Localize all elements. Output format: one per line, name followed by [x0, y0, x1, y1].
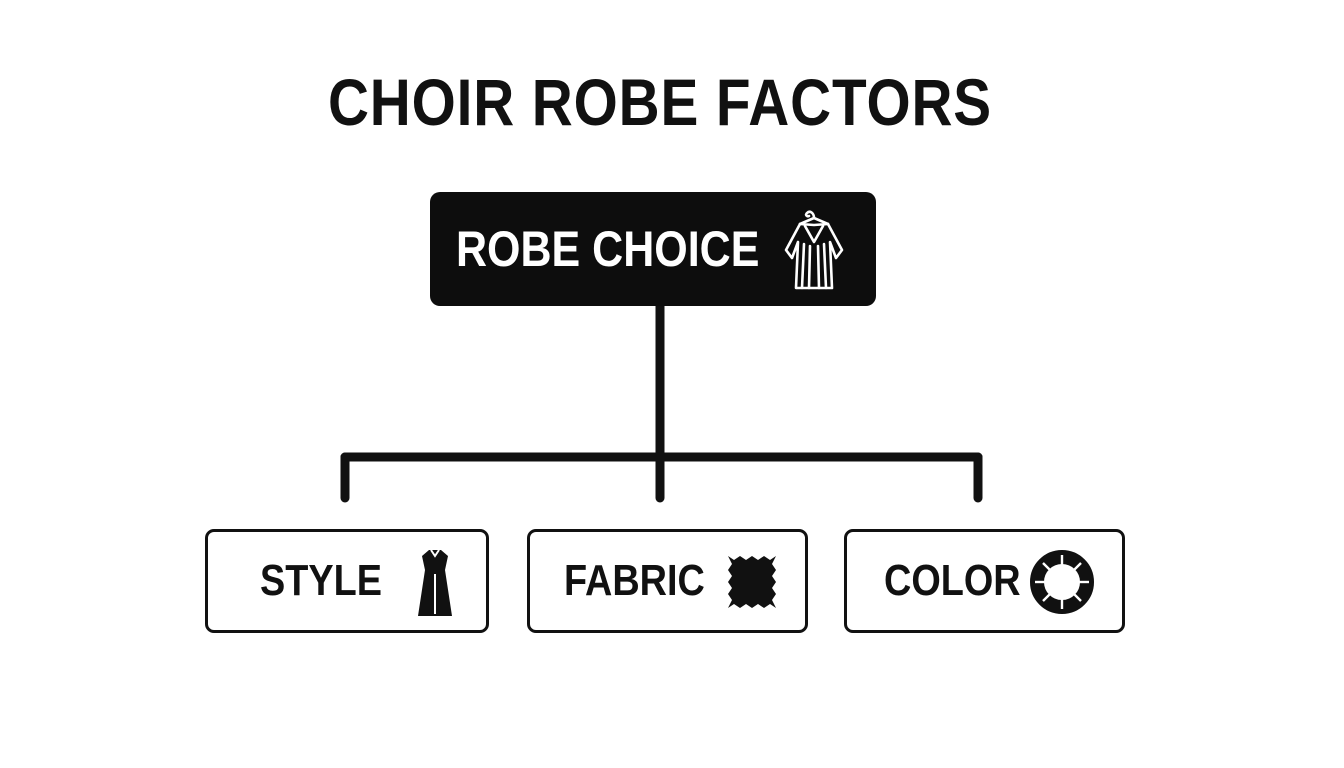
- robe-on-hanger-icon: [784, 210, 844, 290]
- child-node-color: COLOR: [844, 529, 1125, 633]
- root-node-robe-choice: ROBE CHOICE: [430, 192, 876, 306]
- child-node-fabric: FABRIC: [527, 529, 808, 633]
- dress-icon: [418, 549, 452, 616]
- color-wheel-icon: [1030, 550, 1094, 614]
- child-node-style-label: STYLE: [260, 556, 382, 605]
- diagram-title: CHOIR ROBE FACTORS: [327, 65, 993, 139]
- child-node-style: STYLE: [205, 529, 489, 633]
- child-node-fabric-label: FABRIC: [564, 556, 705, 605]
- root-node-label: ROBE CHOICE: [456, 221, 760, 277]
- child-node-color-label: COLOR: [884, 556, 1021, 605]
- fabric-swatch-icon: [728, 556, 776, 608]
